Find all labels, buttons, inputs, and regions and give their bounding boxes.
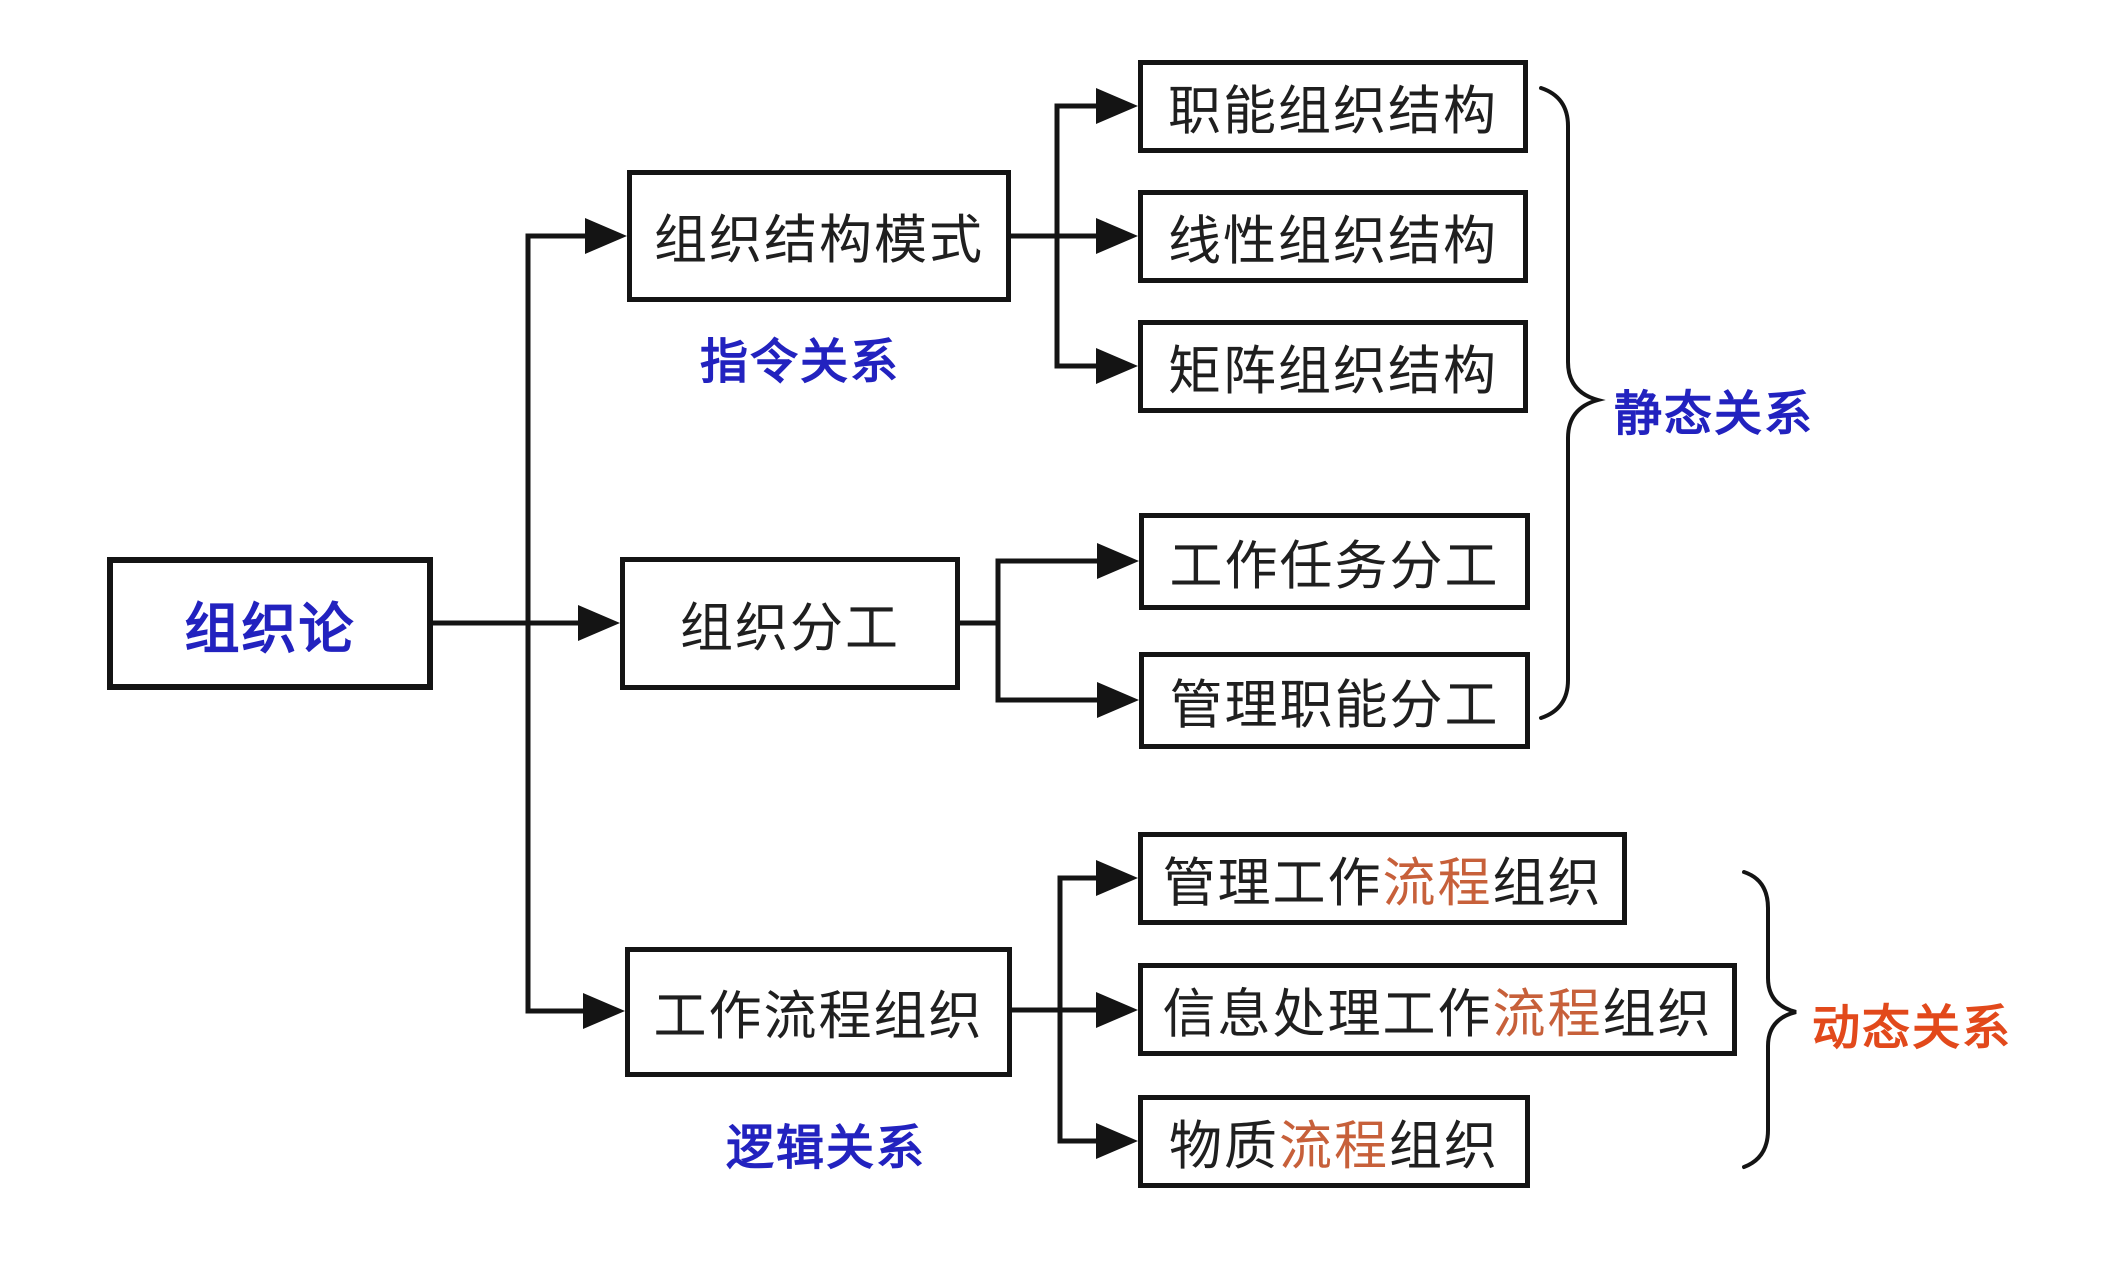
node-structure-mode-label: 组织结构模式 [654,211,984,270]
arrowheads [578,88,1139,1159]
node-root: 组织论 [107,557,433,690]
node-information-flow: 信息处理工作流程组织 [1138,963,1737,1056]
node-matrix-structure-label: 矩阵组织结构 [1168,341,1498,401]
node-division: 组织分工 [620,557,960,690]
node-management-flow-highlight: 流程 [1382,853,1493,913]
node-material-flow: 物质流程组织 [1138,1095,1530,1188]
label-static-relation: 静态关系 [1614,388,1815,441]
node-information-flow-post: 组织 [1602,984,1713,1044]
node-task-division: 工作任务分工 [1139,513,1530,610]
node-management-flow: 管理工作流程组织 [1138,832,1627,925]
node-root-label: 组织论 [184,597,356,660]
node-management-division-label: 管理职能分工 [1169,675,1500,735]
node-functional-structure: 职能组织结构 [1138,60,1528,153]
dynamic-group-brace [1742,870,1797,1169]
node-workflow: 工作流程组织 [625,947,1012,1077]
label-logic-relation: 逻辑关系 [726,1122,927,1175]
node-matrix-structure: 矩阵组织结构 [1138,320,1528,413]
node-functional-structure-label: 职能组织结构 [1168,81,1498,141]
static-group-brace [1539,86,1606,720]
label-command-relation: 指令关系 [700,336,901,389]
node-information-flow-highlight: 流程 [1492,984,1603,1044]
node-task-division-label: 工作任务分工 [1169,536,1500,596]
node-linear-structure-label: 线性组织结构 [1168,211,1498,271]
label-dynamic-relation: 动态关系 [1812,1002,2013,1055]
node-material-flow-post: 组织 [1389,1116,1499,1176]
node-linear-structure: 线性组织结构 [1138,190,1528,283]
node-information-flow-pre: 信息处理工作 [1162,984,1493,1044]
node-material-flow-highlight: 流程 [1279,1116,1389,1176]
node-material-flow-pre: 物质 [1169,1116,1279,1176]
node-workflow-label: 工作流程组织 [653,987,984,1046]
node-management-flow-pre: 管理工作 [1162,853,1383,913]
node-division-label: 组织分工 [680,598,900,658]
node-structure-mode: 组织结构模式 [627,170,1011,302]
node-management-flow-post: 组织 [1492,853,1603,913]
node-management-division: 管理职能分工 [1139,652,1530,749]
